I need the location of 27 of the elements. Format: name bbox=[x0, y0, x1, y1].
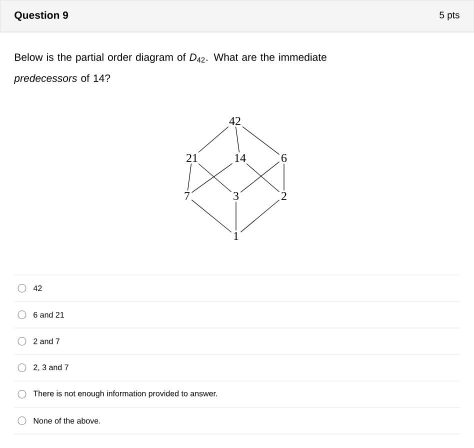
number-label: 6 bbox=[282, 154, 287, 162]
hasse-line bbox=[191, 163, 233, 193]
hasse-line bbox=[198, 163, 232, 192]
hasse-line bbox=[198, 126, 229, 153]
hasse-line bbox=[191, 200, 232, 232]
hasse-line bbox=[240, 200, 280, 232]
hasse-line bbox=[246, 163, 280, 192]
answer-option: 42 bbox=[33, 285, 42, 291]
number-label: 7 bbox=[184, 192, 190, 200]
question-text: Below is the partial order diagram of D$_{42}$. What are the immediate predecessors of 14? bbox=[14, 53, 326, 84]
answer-option: There is not enough information provided to answer. bbox=[33, 390, 217, 398]
answer-option: 2 and 7 bbox=[34, 338, 60, 344]
number-label: 14 bbox=[235, 154, 246, 162]
number-label: 1 bbox=[234, 232, 238, 240]
hasse-line bbox=[240, 161, 280, 193]
number-label: 3 bbox=[234, 192, 239, 200]
hasse-line bbox=[242, 126, 280, 155]
hasse-line bbox=[235, 126, 240, 153]
hasse-line bbox=[187, 163, 192, 191]
points-label: 5 pts bbox=[440, 12, 460, 20]
answer-option: 2, 3 and 7 bbox=[34, 364, 68, 372]
number-label: 42 bbox=[229, 117, 240, 125]
answer-option: 6 and 21 bbox=[34, 312, 64, 318]
number-label: 21 bbox=[186, 154, 198, 162]
answer-option: None of the above. bbox=[34, 418, 100, 424]
number-label: 2 bbox=[282, 192, 286, 200]
question-title: Question 9 bbox=[14, 11, 68, 21]
